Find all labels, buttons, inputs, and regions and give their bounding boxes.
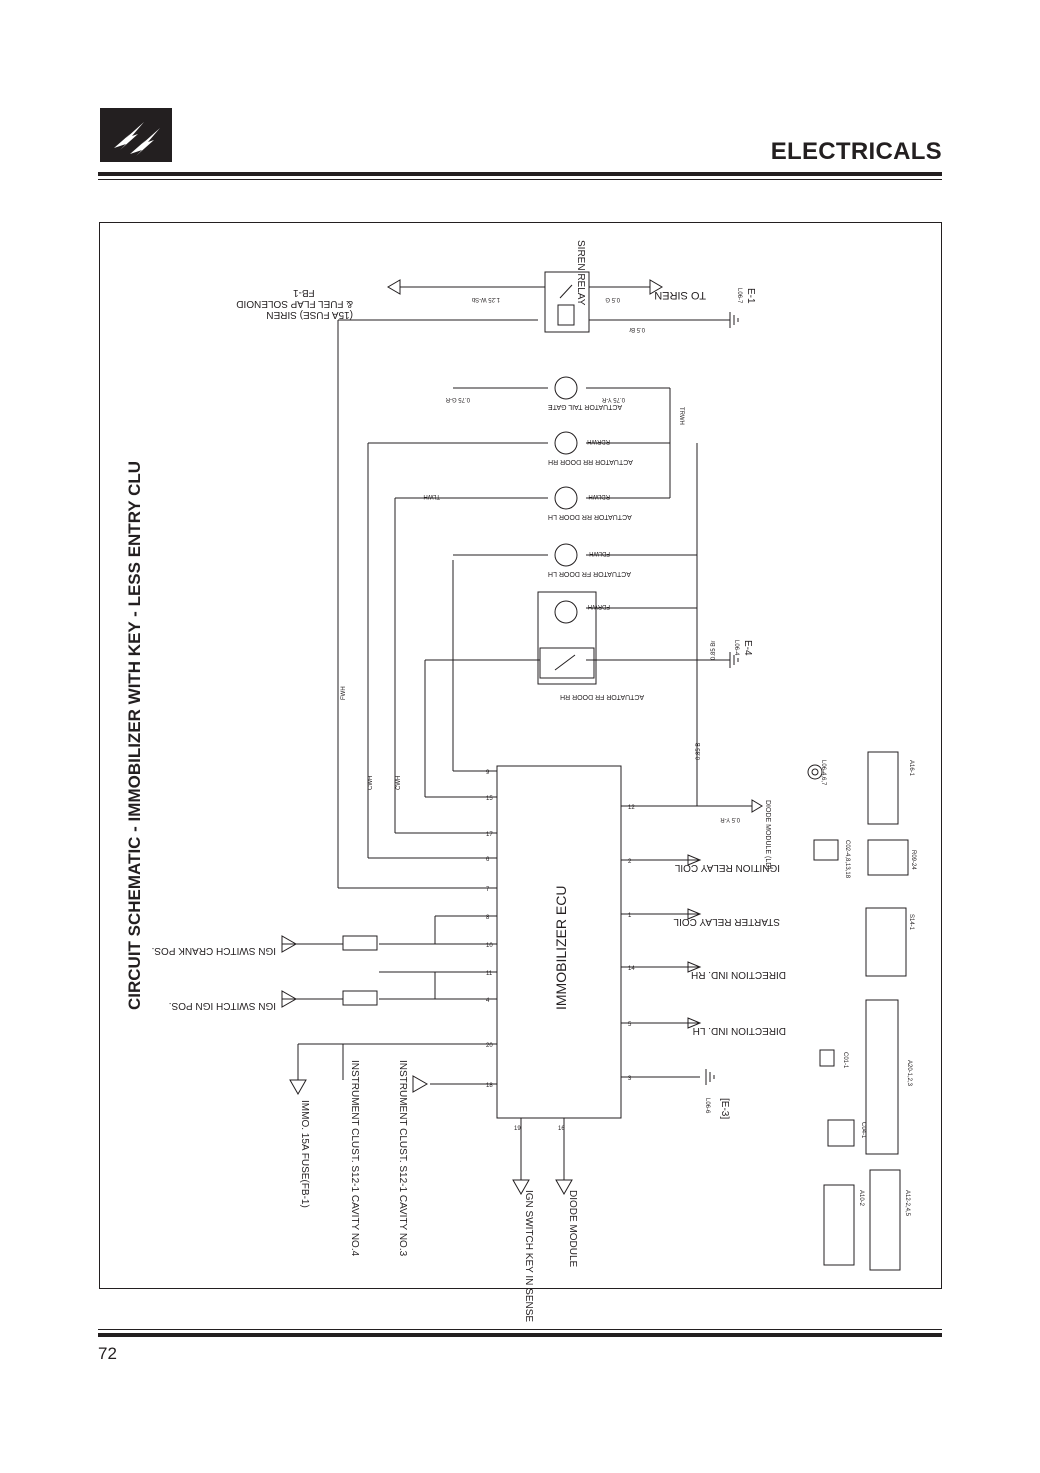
fuse-siren-label-2: & FUEL FLAP SOLENOID bbox=[236, 298, 353, 309]
wire-label: 0.75 Y-R bbox=[601, 396, 625, 402]
ecu-pin-left-8: 11 bbox=[486, 971, 493, 977]
ground-e4-ref: L06-4 bbox=[733, 640, 739, 656]
input-inst-clust-4: INSTRUMENT CLUST. S12-1 CAVITY NO.4 bbox=[349, 1060, 360, 1257]
fuse-siren-label-3: (15A FUSE) SIREN bbox=[266, 309, 353, 320]
to-siren-label: TO SIREN bbox=[654, 289, 706, 301]
actuator-label-tail-gate: ACTUATOR TAIL GATE bbox=[548, 403, 622, 410]
footer-rule bbox=[98, 1333, 942, 1337]
page-number: 72 bbox=[98, 1344, 117, 1363]
input-inst-clust-3: INSTRUMENT CLUST. S12-1 CAVITY NO.3 bbox=[397, 1060, 408, 1257]
immobilizer-ecu-box bbox=[496, 765, 622, 1119]
input-ign-pos: IGN SWITCH IGN POS. bbox=[169, 1000, 276, 1011]
connector-ref: C04-1 bbox=[860, 1122, 866, 1139]
ecu-pin-left-2: 15 bbox=[486, 796, 493, 802]
lightning-bolt-icon bbox=[100, 108, 172, 162]
siren-relay-label: SIREN RELAY bbox=[575, 240, 586, 306]
ecu-pin-left-4: 6 bbox=[486, 857, 490, 863]
ecu-pin-left-7: 10 bbox=[486, 943, 493, 949]
connector-ref: C02-4,8,13,18 bbox=[844, 840, 850, 879]
wire-label: RDRWH bbox=[587, 438, 610, 444]
wire-label: FDRWH bbox=[588, 603, 610, 609]
ecu-pin-left-5: 7 bbox=[486, 887, 490, 893]
input-immo-fuse: IMMO. 15A FUSE(FB-1) bbox=[299, 1100, 310, 1208]
header-rule bbox=[98, 172, 942, 176]
connector-ref: S14-1 bbox=[908, 914, 914, 931]
output-diode-module: DIODE MODULE (LD) bbox=[764, 800, 771, 870]
ecu-pin-left-10: 20 bbox=[486, 1043, 493, 1049]
wire-label: TRWH bbox=[678, 407, 684, 425]
wire-label: 0.85 Br bbox=[711, 641, 717, 660]
connector-ref: L06-4,6,7 bbox=[820, 760, 826, 786]
ecu-pin-bottom-2: 16 bbox=[558, 1126, 565, 1132]
wire-label: 0.5 Y-R bbox=[720, 816, 740, 822]
ecu-pin-left-6: 8 bbox=[486, 915, 490, 921]
ecu-pin-right-5: 5 bbox=[628, 1022, 632, 1028]
actuator-label-fr-door-lh: ACTUATOR FR DOOR LH bbox=[548, 570, 631, 577]
schematic-frame bbox=[99, 222, 942, 1289]
output-direction-lh: DIRECTION IND. LH bbox=[693, 1025, 786, 1036]
input-ign-crank: IGN SWITCH CRANK POS. bbox=[152, 945, 276, 956]
wire-label: 0.5 Br bbox=[629, 326, 645, 332]
ecu-pin-right-2: 2 bbox=[628, 859, 632, 865]
ecu-pin-right-6: 3 bbox=[628, 1076, 632, 1082]
input-key-in-sense: IGN SWITCH KEY IN SENSE bbox=[523, 1190, 534, 1322]
input-diode-module: DIODE MODULE bbox=[567, 1190, 578, 1268]
ground-e4-label: E-4 bbox=[742, 640, 753, 656]
ecu-pin-right-1: 12 bbox=[628, 805, 635, 811]
fuse-siren-label-1: FB-1 bbox=[293, 287, 315, 298]
wire-label: 0.75 G-R bbox=[445, 396, 470, 402]
ground-e3-ref: L06-6 bbox=[704, 1098, 710, 1114]
wire-label: 0.85 B bbox=[696, 743, 702, 760]
header-rule-thin bbox=[98, 179, 942, 180]
wire-label: RDLWH bbox=[588, 493, 610, 499]
ground-e3-label: [E-3] bbox=[719, 1098, 730, 1119]
connector-ref: C01-1 bbox=[842, 1052, 848, 1069]
connector-ref: A16-1 bbox=[908, 760, 914, 777]
diagram-title: CIRCUIT SCHEMATIC - IMMOBILIZER WITH KEY… bbox=[125, 461, 144, 1010]
output-starter-relay: STARTER RELAY COIL bbox=[673, 916, 780, 927]
ground-e1-ref: L06-7 bbox=[736, 288, 742, 304]
connector-ref: R09-24 bbox=[910, 850, 916, 870]
wire-label: 1.25 W-Sb bbox=[471, 296, 500, 302]
ecu-pin-left-3: 17 bbox=[486, 832, 493, 838]
connector-ref: A10-2 bbox=[858, 1190, 864, 1207]
output-direction-rh: DIRECTION IND. RH bbox=[691, 969, 786, 980]
ecu-pin-left-1: 9 bbox=[486, 770, 490, 776]
ecu-pin-bottom-1: 19 bbox=[514, 1126, 521, 1132]
ecu-label: IMMOBILIZER ECU bbox=[553, 886, 569, 1010]
connector-ref: A12-2,4,5 bbox=[904, 1190, 910, 1217]
ecu-pin-right-3: 1 bbox=[628, 913, 632, 919]
output-ignition-relay: IGNITION RELAY COIL bbox=[674, 862, 780, 873]
wire-label: TLWH bbox=[423, 493, 440, 499]
wire-label: 0.5 G bbox=[605, 296, 620, 302]
ecu-pin-left-11: 18 bbox=[486, 1083, 493, 1089]
connector-ref: A20-1,2,3 bbox=[906, 1060, 912, 1087]
wire-label: CWH bbox=[368, 776, 374, 790]
wire-label: CWH bbox=[396, 776, 402, 790]
actuator-label-rr-door-lh: ACTUATOR RR DOOR LH bbox=[548, 513, 632, 520]
wire-label: FWH bbox=[341, 686, 347, 700]
ground-e1-label: E-1 bbox=[745, 288, 756, 304]
actuator-label-rr-door-rh: ACTUATOR RR DOOR RH bbox=[548, 458, 633, 465]
ecu-pin-right-4: 14 bbox=[628, 966, 635, 972]
section-title: ELECTRICALS bbox=[770, 138, 942, 165]
ecu-pin-left-9: 4 bbox=[486, 998, 490, 1004]
footer-rule-thin bbox=[98, 1329, 942, 1330]
actuator-label-fr-door-rh: ACTUATOR FR DOOR RH bbox=[560, 693, 644, 700]
wire-label: FDLWH bbox=[589, 550, 610, 556]
